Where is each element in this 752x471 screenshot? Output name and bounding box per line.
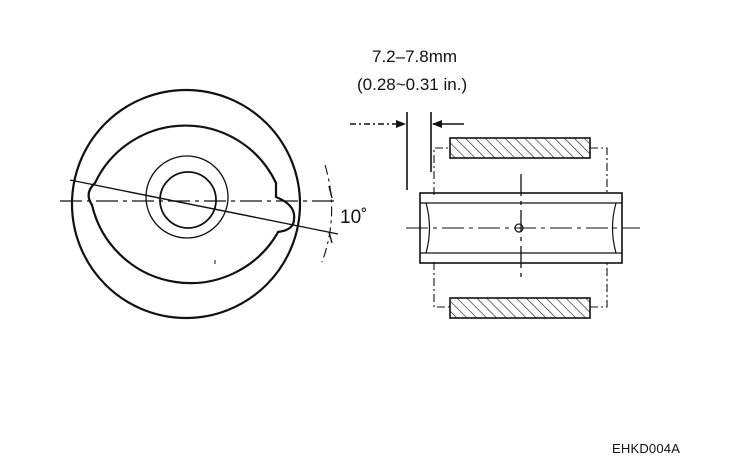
- dim-arrowhead-left: [396, 120, 406, 128]
- outer-ring: [70, 88, 302, 320]
- angle-arrow-top: [328, 185, 333, 199]
- dimension-inch-label: (0.28~0.31 in.): [357, 75, 468, 94]
- dimension-mm-label: 7.2–7.8mm: [372, 47, 458, 66]
- angle-arrow-bottom: [328, 231, 333, 244]
- inner-contour: [87, 124, 296, 285]
- lower-hatched-section: [449, 297, 591, 319]
- shaft-left-edge: [425, 202, 431, 254]
- dim-arrowhead-right: [432, 120, 442, 128]
- figure-code: EHKD004A: [612, 441, 681, 456]
- angle-arc: [321, 164, 333, 263]
- hub-outer-circle: [145, 155, 229, 239]
- upper-hatched-section: [449, 137, 591, 159]
- hub-inner-circle: [159, 171, 217, 229]
- section-view: [350, 112, 640, 319]
- phantom-outline-top: [433, 147, 608, 195]
- angle-label: 10˚: [340, 207, 368, 228]
- front-view: [60, 88, 339, 320]
- center-mark: [514, 223, 524, 233]
- shaft-right-edge: [611, 202, 617, 254]
- phantom-outline-bottom: [433, 262, 608, 308]
- angled-reference-line: [69, 179, 339, 235]
